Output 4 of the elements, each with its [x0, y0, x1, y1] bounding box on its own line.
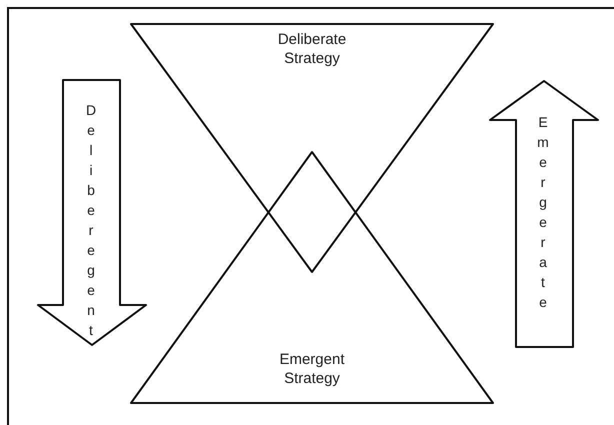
vertical-label: Deliberegent [82, 102, 100, 342]
vertical-label: Emergerate [534, 114, 552, 314]
shape-label: Deliberate Strategy [276, 30, 348, 68]
shape-label: Emergent Strategy [278, 350, 346, 388]
